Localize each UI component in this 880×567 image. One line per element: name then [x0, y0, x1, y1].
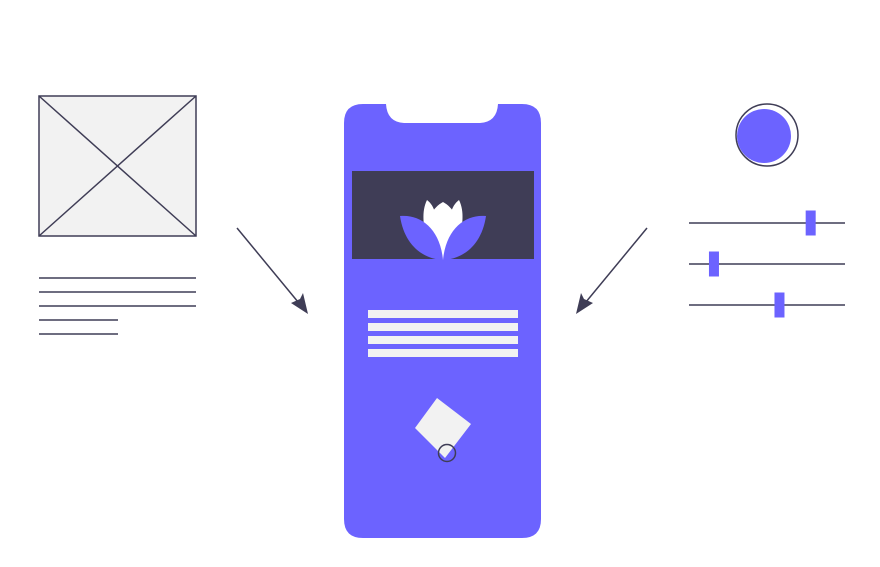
phone-text-block: [368, 310, 518, 357]
slider-thumb: [805, 210, 816, 236]
phone-icon: [344, 104, 541, 538]
image-placeholder-icon: [38, 95, 197, 237]
slider-thumb: [774, 292, 785, 318]
slider-icon: [689, 210, 845, 236]
arrow-icon: [576, 227, 648, 314]
lotus-logo-icon: [400, 200, 486, 260]
diamond-shape-icon: [415, 398, 471, 463]
circle-icon: [735, 103, 799, 167]
slider-thumb: [708, 251, 719, 277]
slider-icon: [689, 251, 845, 277]
text-lines-icon: [39, 277, 196, 335]
slider-group: [689, 210, 845, 318]
arrow-icon: [236, 227, 308, 314]
slider-icon: [689, 292, 845, 318]
